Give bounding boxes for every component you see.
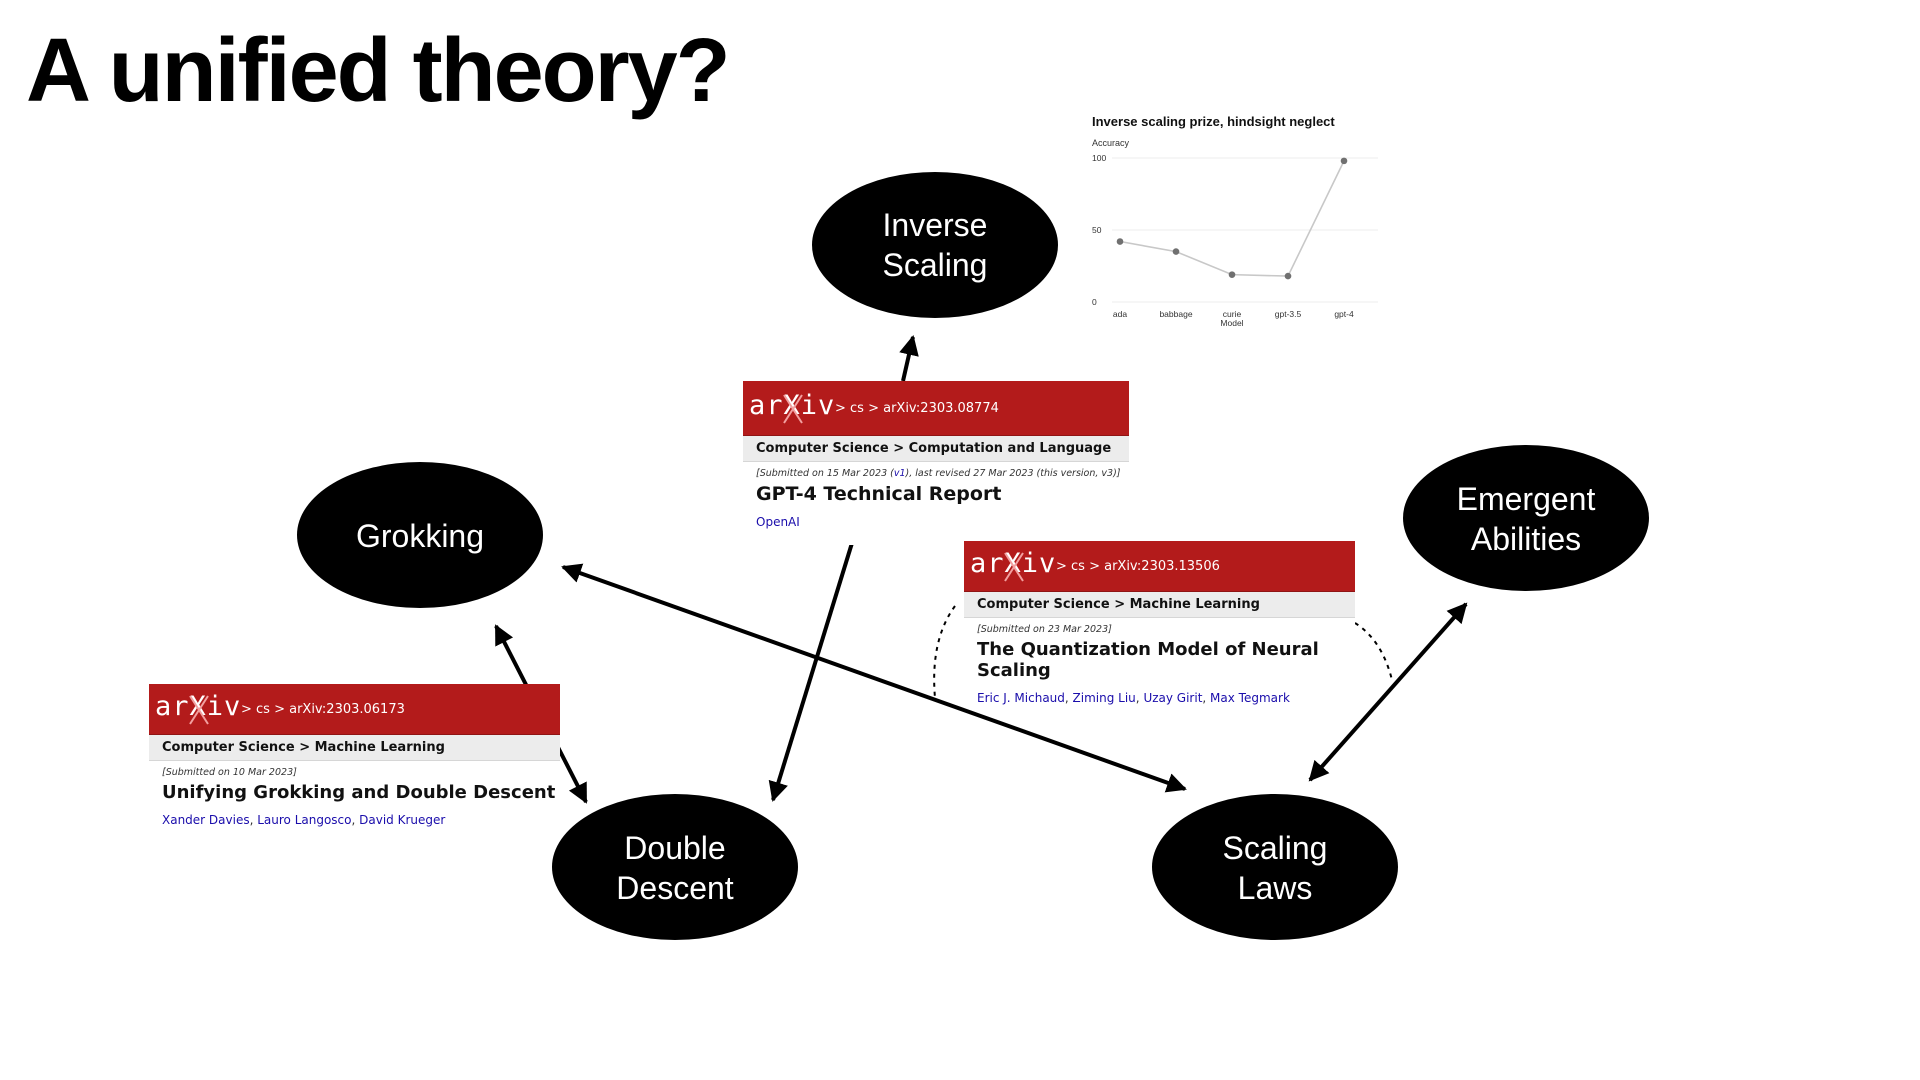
slide-title: A unified theory? xyxy=(26,21,731,121)
arxiv-card-quantization[interactable]: arXiv > cs > arXiv:2303.13506 Computer S… xyxy=(964,541,1355,705)
node-scaling-laws: Scaling Laws xyxy=(1152,794,1398,940)
author-link[interactable]: Max Tegmark xyxy=(1210,691,1290,705)
svg-text:Abilities: Abilities xyxy=(1471,521,1581,557)
inverse-scaling-chart: Accuracy 0 50 100 ada babbage curie gpt-3.5 gpt-… xyxy=(1092,138,1378,328)
arxiv-authors: OpenAI xyxy=(743,515,1129,529)
author-link[interactable]: OpenAI xyxy=(756,515,800,529)
data-point xyxy=(1172,248,1180,255)
y-tick-label: 50 xyxy=(1092,225,1102,235)
arxiv-title: The Quantization Model of Neural Scaling xyxy=(977,639,1319,681)
svg-text:Scaling: Scaling xyxy=(1223,830,1328,866)
series-line xyxy=(1119,160,1345,277)
dashed-connector-right xyxy=(1354,622,1393,681)
arxiv-title: Unifying Grokking and Double Descent xyxy=(162,782,556,803)
x-tick-label: babbage xyxy=(1159,309,1192,319)
arxiv-subject: Computer Science > Computation and Langu… xyxy=(743,436,1129,462)
author-link[interactable]: David Krueger xyxy=(359,813,446,827)
dashed-connector-left xyxy=(933,605,956,699)
arrow-gpt4-to-inverse-scaling xyxy=(899,335,919,382)
arxiv-breadcrumb[interactable]: > cs > arXiv:2303.06173 xyxy=(241,701,405,717)
y-axis-label: Accuracy xyxy=(1092,138,1130,148)
arxiv-header: arXiv > cs > arXiv:2303.06173 xyxy=(149,684,560,735)
arxiv-authors: Xander Davies, Lauro Langosco, David Kru… xyxy=(162,813,446,827)
author-link[interactable]: Uzay Girit xyxy=(1143,691,1203,705)
arrow-gpt4-to-double-descent xyxy=(768,542,854,802)
svg-text:Inverse: Inverse xyxy=(883,207,988,243)
svg-text:Scaling: Scaling xyxy=(883,247,988,283)
arxiv-logo: arXiv xyxy=(155,691,242,725)
arrow-scaling-laws-emergent-abilities xyxy=(1308,602,1468,782)
data-point xyxy=(1340,157,1348,165)
author-link[interactable]: Eric J. Michaud xyxy=(977,691,1065,705)
arrow-grokking-scaling-laws xyxy=(561,563,1187,793)
arxiv-authors: Eric J. Michaud, Ziming Liu, Uzay Girit,… xyxy=(977,691,1290,705)
node-grokking: Grokking xyxy=(297,462,543,608)
data-point xyxy=(1284,272,1292,280)
arxiv-logo: arXiv xyxy=(970,548,1057,582)
arxiv-header: arXiv > cs > arXiv:2303.08774 xyxy=(743,381,1129,436)
svg-text:Emergent: Emergent xyxy=(1457,481,1596,517)
arxiv-card-gpt4[interactable]: arXiv > cs > arXiv:2303.08774 Computer S… xyxy=(743,381,1129,545)
arxiv-title: GPT-4 Technical Report xyxy=(756,483,1002,505)
y-tick-label: 0 xyxy=(1092,297,1097,307)
author-link[interactable]: Lauro Langosco xyxy=(257,813,352,827)
author-link[interactable]: Ziming Liu xyxy=(1072,691,1136,705)
arxiv-submitted: [Submitted on 15 Mar 2023 (v1), last rev… xyxy=(756,468,1121,479)
arxiv-header: arXiv > cs > arXiv:2303.13506 xyxy=(964,541,1355,592)
x-tick-label: gpt-4 xyxy=(1334,309,1354,319)
svg-text:Descent: Descent xyxy=(616,870,734,906)
x-tick-label: curie xyxy=(1223,309,1242,319)
arxiv-breadcrumb[interactable]: > cs > arXiv:2303.13506 xyxy=(1056,558,1220,574)
x-axis-label: Model xyxy=(1220,318,1243,328)
author-link[interactable]: Xander Davies xyxy=(162,813,250,827)
arxiv-subject: Computer Science > Machine Learning xyxy=(964,592,1355,618)
svg-text:Grokking: Grokking xyxy=(356,518,484,554)
arxiv-submitted: [Submitted on 10 Mar 2023] xyxy=(162,767,297,778)
svg-text:Double: Double xyxy=(624,830,725,866)
node-inverse-scaling: Inverse Scaling xyxy=(812,172,1058,318)
chart-title: Inverse scaling prize, hindsight neglect xyxy=(1092,114,1335,129)
arxiv-subject: Computer Science > Machine Learning xyxy=(149,735,560,761)
arxiv-submitted: [Submitted on 23 Mar 2023] xyxy=(977,624,1112,635)
node-double-descent: Double Descent xyxy=(552,794,798,940)
x-tick-label: gpt-3.5 xyxy=(1275,309,1302,319)
version-link[interactable]: v1 xyxy=(893,468,906,479)
x-tick-label: ada xyxy=(1113,309,1127,319)
svg-text:Laws: Laws xyxy=(1238,870,1313,906)
node-emergent-abilities: Emergent Abilities xyxy=(1403,445,1649,591)
y-tick-label: 100 xyxy=(1092,153,1106,163)
arxiv-breadcrumb[interactable]: > cs > arXiv:2303.08774 xyxy=(835,400,999,416)
data-point xyxy=(1228,271,1236,278)
arxiv-logo: arXiv xyxy=(749,390,836,424)
data-point xyxy=(1116,238,1124,245)
arxiv-card-grokking-double-descent[interactable]: arXiv > cs > arXiv:2303.06173 Computer S… xyxy=(149,684,560,834)
